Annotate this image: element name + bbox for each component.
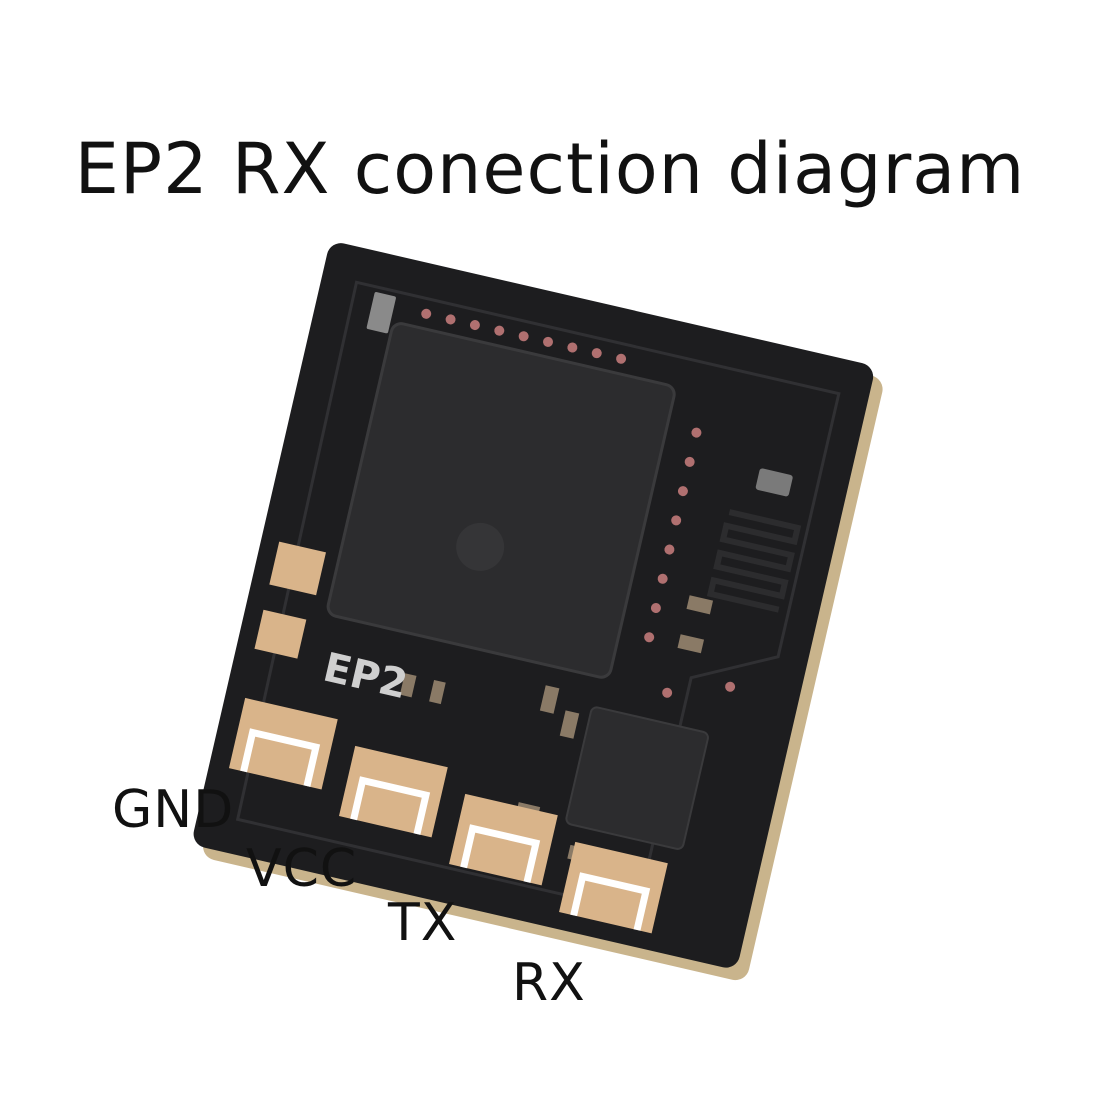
led <box>755 468 793 497</box>
pad-rx <box>559 841 668 934</box>
pin-label-gnd: GND <box>112 780 235 840</box>
pcb-board: EP2 <box>193 243 883 981</box>
pin-pads <box>228 697 668 934</box>
board-trace <box>235 280 841 914</box>
chip-logo <box>456 522 505 571</box>
pin-label-rx: RX <box>512 953 586 1013</box>
secondary-chip <box>565 706 709 850</box>
pad-gnd <box>228 697 338 790</box>
antenna-trace <box>706 509 802 613</box>
diagram-title: EP2 RX conection diagram <box>74 128 1026 210</box>
vias-top <box>421 308 627 364</box>
pad-tx <box>449 793 558 886</box>
pad-boot <box>269 541 326 596</box>
pin-label-tx: TX <box>388 893 458 953</box>
pad-vcc <box>339 745 448 838</box>
pin-label-vcc: VCC <box>246 839 358 899</box>
pad-aux <box>254 609 307 659</box>
smd-component <box>366 292 396 334</box>
vias-right <box>644 427 736 698</box>
main-chip <box>326 322 676 679</box>
